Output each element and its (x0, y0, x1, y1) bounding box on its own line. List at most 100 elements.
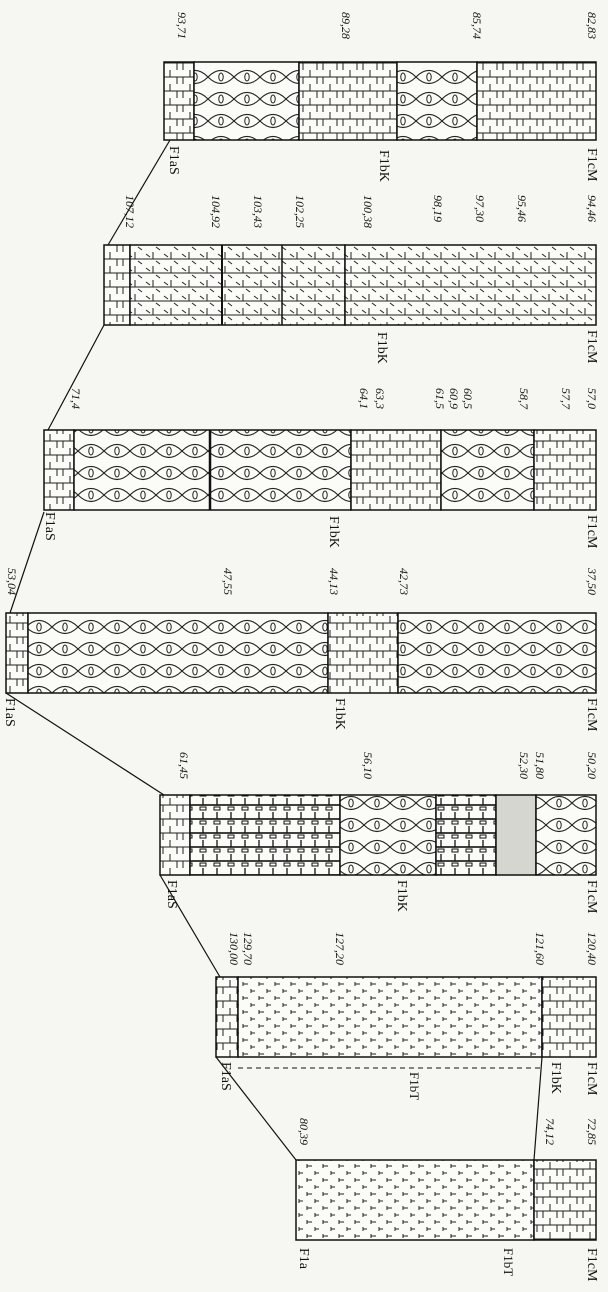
column-1-limestone-unit (299, 62, 397, 140)
column-3-side-label: F1bK (326, 516, 341, 548)
column-5-depth-4: 56,10 (361, 752, 375, 779)
column-6-depth-5: 130,00 (227, 932, 241, 965)
column-2-depth-4: 98,19 (431, 195, 445, 222)
column-2: F1cM F1bK 94,46 95,46 97,30 98,19 100,38… (104, 195, 599, 364)
column-7-top-label: F1cM (584, 1248, 599, 1282)
correlation-line (216, 1057, 296, 1160)
column-3-top-label: F1cM (584, 515, 599, 549)
column-3-limestone-unit (351, 430, 441, 510)
column-6-top-label: F1cM (584, 1062, 599, 1096)
column-4-depth-4: 47,55 (221, 568, 235, 595)
column-3-depth-5: 60,9 (447, 388, 461, 409)
column-3-lens-unit-2 (441, 430, 534, 510)
column-3-depth-6: 61,5 (433, 388, 447, 409)
column-1-depth-3: 89,28 (339, 12, 353, 39)
column-2-dolomite-unit-2 (345, 245, 596, 325)
column-6-depth-1: 120,40 (585, 932, 599, 965)
column-4-side-label: F1bK (332, 698, 347, 730)
column-7-depth-2: 74,12 (543, 1118, 557, 1145)
column-6-top-unit (542, 977, 596, 1057)
column-6-depth-3: 127,20 (333, 932, 347, 965)
column-5-top-unit (536, 795, 596, 875)
column-4-top-label: F1cM (584, 698, 599, 732)
column-3-depth-2: 57,7 (559, 388, 573, 410)
column-1-lens-unit-2 (397, 62, 477, 140)
column-5-depth-2: 51,80 (533, 752, 547, 779)
column-4-depth-2: 42,73 (397, 568, 411, 595)
column-5: F1cM F1bK F1aS 50,20 51,80 52,30 56,10 6… (160, 752, 599, 914)
correlation-line (108, 140, 170, 245)
column-7-depth-3: 80,39 (297, 1118, 311, 1145)
column-7-bottom-label: F1a (296, 1248, 311, 1270)
column-1-top-unit (477, 62, 596, 140)
column-1: F1cM F1bK F1aS 82,83 85,74 89,28 93,71 (164, 12, 599, 182)
correlation-line (160, 875, 220, 977)
column-3-top-unit (534, 430, 596, 510)
column-3-body (44, 430, 74, 510)
column-3-lens-unit (74, 430, 351, 510)
column-1-body (164, 62, 194, 140)
column-6-side-label: F1bK (548, 1062, 563, 1094)
column-2-body (104, 245, 130, 325)
column-1-depth-4: 93,71 (175, 12, 189, 39)
column-4-body (6, 613, 28, 693)
column-4-bottom-label: F1aS (2, 698, 17, 727)
column-1-side-label: F1bK (376, 150, 391, 182)
column-5-lens-unit (340, 795, 436, 875)
column-3-depth-3: 58,7 (517, 388, 531, 410)
column-5-dense-unit (190, 795, 340, 875)
column-4-depth-1: 37,50 (585, 567, 599, 595)
column-5-depth-5: 61,45 (177, 752, 191, 779)
correlation-line (10, 512, 44, 613)
column-6-depth-2: 121,60 (533, 932, 547, 965)
column-4-lens-unit (28, 613, 328, 693)
column-5-body (160, 795, 190, 875)
column-2-top-label: F1cM (584, 330, 599, 364)
correlation-line (48, 325, 104, 430)
column-5-depth-3: 52,30 (517, 752, 531, 779)
column-3-depth-7: 63,3 (373, 388, 387, 409)
column-2-depth-6: 102,25 (293, 195, 307, 228)
column-1-depth-2: 85,74 (470, 12, 484, 39)
column-2-depth-2: 95,46 (515, 195, 529, 222)
column-2-depth-3: 97,30 (473, 195, 487, 222)
column-5-depth-1: 50,20 (585, 752, 599, 779)
column-6: F1cM F1bK F1bT F1aS 120,40 121,60 127,20… (216, 932, 599, 1100)
column-5-oolite-unit (496, 795, 536, 875)
column-2-depth-7: 103,43 (251, 195, 265, 228)
column-7-top-unit (534, 1160, 596, 1240)
column-2-depth-8: 104,92 (209, 195, 223, 228)
column-5-top-label: F1cM (584, 880, 599, 914)
column-1-depth-1: 82,83 (585, 12, 599, 39)
column-3-depth-8: 64,1 (357, 388, 371, 409)
column-4-limestone-unit (328, 613, 398, 693)
correlation-line (534, 1057, 542, 1160)
column-6-depth-4: 129,70 (241, 932, 255, 965)
column-1-lens-unit (194, 62, 299, 140)
column-6-marl-unit (238, 977, 542, 1057)
column-5-side-label: F1bK (394, 880, 409, 912)
column-2-dolomite-unit (130, 245, 345, 325)
column-3-depth-1: 57,0 (585, 388, 599, 409)
column-3-depth-9: 71,4 (69, 388, 83, 409)
column-7-marl-unit (296, 1160, 534, 1240)
column-2-depth-5: 100,38 (361, 195, 375, 228)
column-6-body (216, 977, 238, 1057)
column-3-depth-4: 60,5 (461, 388, 475, 409)
column-7-depth-1: 72,85 (585, 1118, 599, 1145)
column-4: F1cM F1bK F1aS 37,50 42,73 44,13 47,55 5… (2, 567, 599, 732)
column-2-side-label: F1bK (374, 332, 389, 364)
column-2-depth-1: 94,46 (585, 195, 599, 222)
column-4-lens-unit-2 (398, 613, 596, 693)
column-4-depth-3: 44,13 (327, 568, 341, 595)
column-7: F1cM F1bT F1a 72,85 74,12 80,39 (296, 1118, 599, 1282)
column-1-bottom-label: F1aS (166, 146, 181, 175)
correlation-line (6, 693, 164, 795)
column-1-top-label: F1cM (584, 148, 599, 182)
column-7-side-label: F1bT (501, 1248, 516, 1276)
column-3: F1cM F1bK F1aS 57,0 57,7 58,7 60,5 60,9 … (42, 388, 599, 549)
column-3-bottom-label: F1aS (42, 512, 57, 541)
column-6-extra-label: F1bT (407, 1072, 422, 1100)
column-5-dense-unit-2 (436, 795, 496, 875)
